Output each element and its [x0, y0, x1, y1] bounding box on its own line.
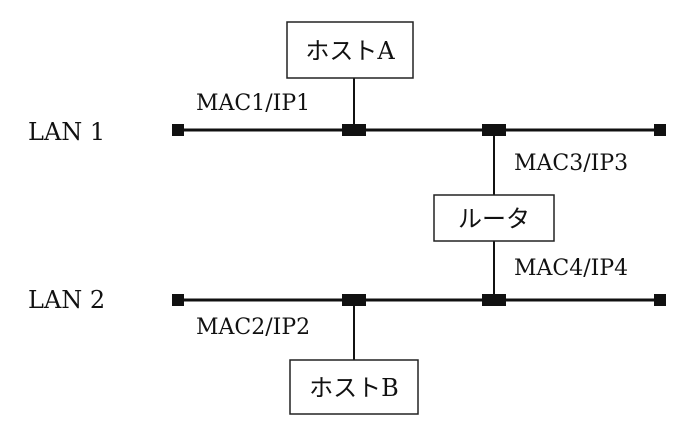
- lan2-segment: LAN 2: [28, 286, 666, 314]
- lan2-label: LAN 2: [28, 286, 105, 314]
- host-a-address: MAC1/IP1: [196, 91, 310, 116]
- lan1-label: LAN 1: [28, 118, 105, 146]
- host-a-box: [286, 21, 414, 79]
- lan1-right-terminator: [654, 124, 666, 136]
- lan1-left-terminator: [172, 124, 184, 136]
- router-lan1-address: MAC3/IP3: [514, 151, 628, 176]
- host-b-box: [289, 359, 419, 415]
- lan2-router-port: [482, 294, 506, 306]
- router: ルータ MAC3/IP3 MAC4/IP4: [433, 134, 628, 296]
- lan1-host-a-port: [342, 124, 366, 136]
- host-b-label: ホストB: [309, 374, 399, 402]
- lan1-router-port: [482, 124, 506, 136]
- host-a-label: ホストA: [305, 37, 395, 65]
- lan2-left-terminator: [172, 294, 184, 306]
- lan2-right-terminator: [654, 294, 666, 306]
- router-box: [433, 194, 555, 242]
- lan1-segment: LAN 1: [28, 118, 666, 146]
- host-a: ホストA MAC1/IP1: [196, 21, 414, 126]
- host-b: ホストB MAC2/IP2: [196, 304, 419, 415]
- router-label: ルータ: [458, 205, 530, 233]
- router-lan2-address: MAC4/IP4: [514, 256, 628, 281]
- lan2-host-b-port: [342, 294, 366, 306]
- host-b-address: MAC2/IP2: [196, 315, 310, 340]
